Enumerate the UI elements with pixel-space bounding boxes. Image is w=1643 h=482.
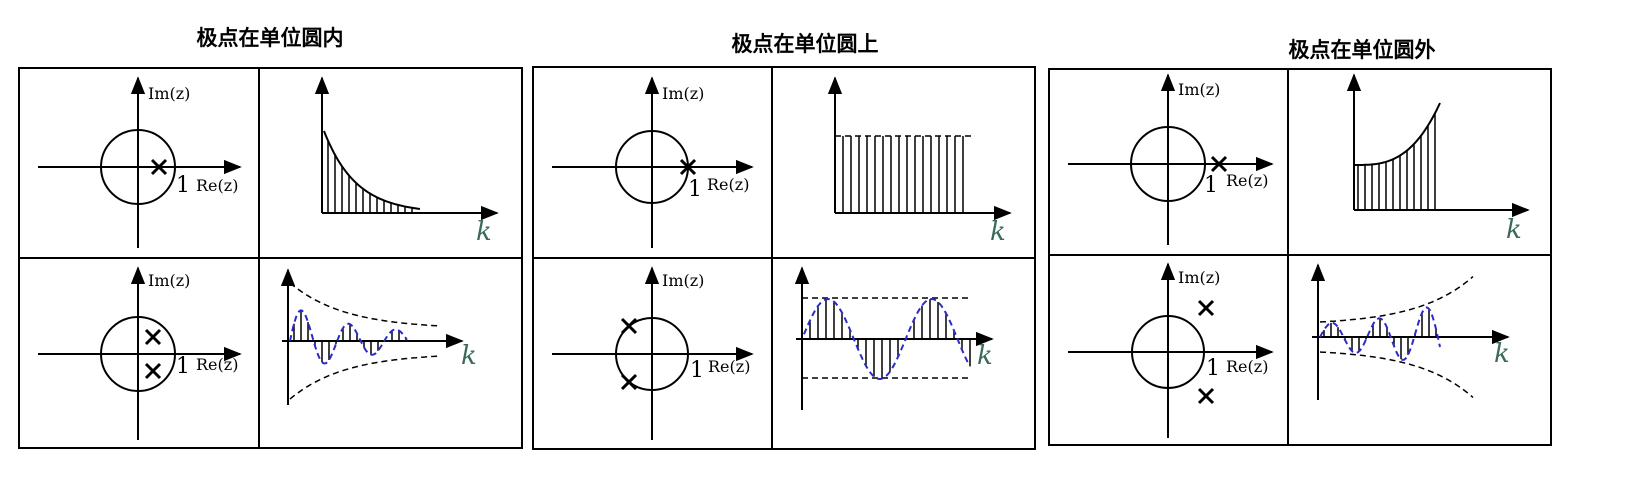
sinusoid-curve xyxy=(1319,306,1441,361)
re-axis-label: Re(z) xyxy=(196,355,238,374)
unit-one-label: 1 xyxy=(176,173,190,198)
k-axis-label: k xyxy=(461,341,477,371)
k-axis-label: k xyxy=(1506,215,1522,245)
pole-marker xyxy=(1210,155,1228,173)
seq-constant: k xyxy=(827,76,1012,247)
k-axis-label: k xyxy=(990,217,1006,247)
unit-circle xyxy=(1131,315,1205,389)
im-axis-label: Im(z) xyxy=(148,84,190,103)
panel-outside xyxy=(1048,68,1552,446)
unit-circle xyxy=(615,317,689,391)
pole-plot-on-complex: Im(z) Re(z) 1 xyxy=(552,266,754,440)
k-axis-label: k xyxy=(1494,339,1510,369)
panel-title-on: 极点在单位圆上 xyxy=(731,31,879,56)
pole-plot-outside-complex: Im(z) Re(z) 1 xyxy=(1068,262,1274,438)
panel-title-inside: 极点在单位圆内 xyxy=(196,25,344,50)
constant-stems xyxy=(842,136,964,213)
im-axis-label: Im(z) xyxy=(1178,268,1220,287)
re-axis-label: Re(z) xyxy=(1226,171,1268,190)
unit-circle xyxy=(100,316,176,392)
im-axis-label: Im(z) xyxy=(662,271,704,290)
pole-plot-inside-real: Im(z) Re(z) 1 xyxy=(38,76,242,248)
unit-circle xyxy=(1130,126,1206,202)
growth-envelope xyxy=(1354,102,1441,166)
pole-marker xyxy=(144,328,162,346)
envelope-lower xyxy=(289,355,441,400)
pole-plot-on-real: Im(z) Re(z) 1 xyxy=(552,76,754,248)
pole-marker xyxy=(679,158,697,176)
pole-marker xyxy=(620,373,638,391)
sinusoid-curve xyxy=(289,309,408,365)
decay-envelope xyxy=(323,130,421,210)
growth-stems xyxy=(1357,113,1436,210)
seq-growing: k xyxy=(1346,73,1530,245)
envelope-upper xyxy=(1319,276,1474,323)
pole-plot-outside-real: Im(z) Re(z) 1 xyxy=(1068,73,1274,245)
im-axis-label: Im(z) xyxy=(662,84,704,103)
oscillation-stems xyxy=(293,310,407,363)
pole-marker xyxy=(150,158,168,176)
envelope-upper xyxy=(289,282,441,327)
seq-growing-oscillation: k xyxy=(1310,263,1510,400)
k-axis-label: k xyxy=(977,341,993,371)
im-axis-label: Im(z) xyxy=(1178,80,1220,99)
re-axis-label: Re(z) xyxy=(1226,357,1268,376)
envelope-lower xyxy=(1319,351,1474,398)
re-axis-label: Re(z) xyxy=(196,176,238,195)
unit-one-label: 1 xyxy=(690,358,704,383)
unit-circle xyxy=(100,129,176,205)
unit-one-label: 1 xyxy=(176,354,190,379)
pole-marker xyxy=(620,317,638,335)
im-axis-label: Im(z) xyxy=(148,271,190,290)
unit-one-label: 1 xyxy=(1206,356,1220,381)
seq-decaying: k xyxy=(314,76,499,247)
re-axis-label: Re(z) xyxy=(707,175,749,194)
unit-one-label: 1 xyxy=(1204,173,1218,198)
re-axis-label: Re(z) xyxy=(708,357,750,376)
pole-marker xyxy=(1197,387,1215,405)
seq-decaying-oscillation: k xyxy=(280,268,477,405)
unit-one-label: 1 xyxy=(688,177,702,202)
pole-plot-inside-complex: Im(z) Re(z) 1 xyxy=(38,266,242,440)
pole-marker xyxy=(144,362,162,380)
decay-stems xyxy=(327,140,413,213)
sinusoid-curve xyxy=(803,297,970,380)
seq-sustained-oscillation: k xyxy=(794,266,994,410)
k-axis-label: k xyxy=(476,217,492,247)
oscillation-stems xyxy=(1323,308,1437,360)
panel-title-outside: 极点在单位圆外 xyxy=(1288,37,1436,62)
pole-marker xyxy=(1197,299,1215,317)
